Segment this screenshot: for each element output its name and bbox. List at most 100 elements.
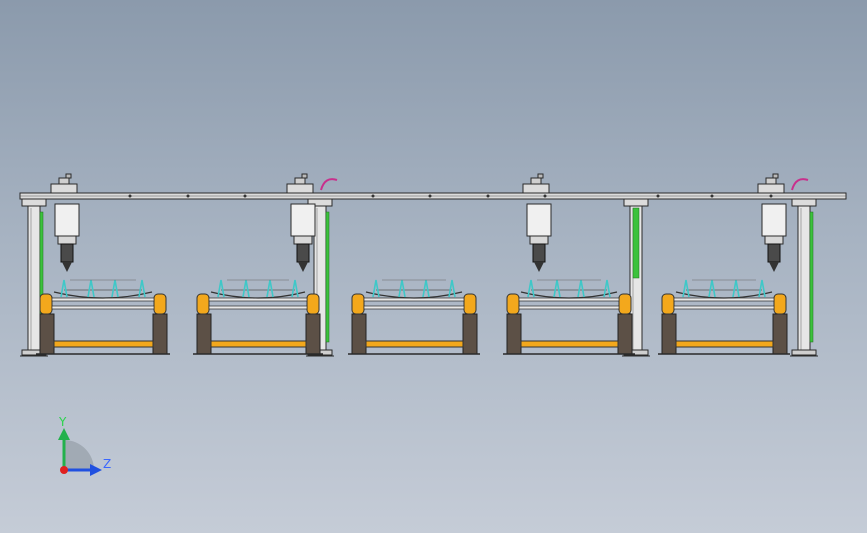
cyan-clamp bbox=[87, 279, 95, 298]
cyan-clamp bbox=[527, 279, 535, 298]
part-cradle bbox=[365, 291, 463, 299]
green-guide bbox=[325, 211, 330, 343]
tool-tip bbox=[298, 262, 308, 272]
brown-post bbox=[152, 313, 168, 355]
column-cap bbox=[21, 198, 47, 207]
cyan-clamp bbox=[217, 279, 225, 298]
brown-post bbox=[506, 313, 522, 355]
coordinate-triad: Y Z bbox=[58, 415, 111, 476]
beam-bolt bbox=[656, 194, 660, 198]
motor-cap bbox=[765, 177, 777, 185]
beam-bolt bbox=[486, 194, 490, 198]
part-cradle bbox=[520, 291, 618, 299]
cyan-clamp bbox=[448, 279, 456, 298]
fixture-bar bbox=[518, 305, 620, 310]
cyan-clamp bbox=[732, 279, 740, 298]
spindle-carriage bbox=[757, 173, 809, 272]
cyan-clamp bbox=[708, 279, 716, 298]
spindle-collar bbox=[293, 235, 313, 245]
orange-roller bbox=[661, 293, 675, 315]
spindle-carriage bbox=[522, 173, 552, 272]
z-axis-label: Z bbox=[103, 457, 111, 471]
orange-rail bbox=[210, 340, 307, 348]
cyan-clamp bbox=[111, 279, 119, 298]
orange-rail bbox=[53, 340, 154, 348]
column-cap bbox=[623, 198, 649, 207]
cyan-clamp bbox=[372, 279, 380, 298]
spindle-body bbox=[526, 203, 552, 237]
orange-roller bbox=[618, 293, 632, 315]
brown-post bbox=[462, 313, 478, 355]
triad-quadrant bbox=[64, 440, 94, 470]
orange-roller bbox=[306, 293, 320, 315]
cyan-clamp bbox=[553, 279, 561, 298]
carriage-block bbox=[286, 183, 314, 194]
beam-bolt bbox=[710, 194, 714, 198]
part-cradle bbox=[210, 291, 306, 299]
brown-post bbox=[351, 313, 367, 355]
tool-tip bbox=[769, 262, 779, 272]
brown-post bbox=[196, 313, 212, 355]
workstation bbox=[658, 279, 790, 355]
brown-post bbox=[661, 313, 677, 355]
workstation bbox=[503, 279, 635, 355]
cyan-clamp bbox=[398, 279, 406, 298]
spindle-collar bbox=[529, 235, 549, 245]
cyan-clamp bbox=[242, 279, 250, 298]
beam-bolt bbox=[428, 194, 432, 198]
orange-roller bbox=[773, 293, 787, 315]
beam-bolt bbox=[186, 194, 190, 198]
motor-knob bbox=[772, 173, 779, 179]
tool-tip bbox=[534, 262, 544, 272]
column bbox=[20, 198, 48, 357]
tool-head bbox=[532, 243, 546, 263]
orange-roller bbox=[351, 293, 365, 315]
y-axis-label: Y bbox=[58, 415, 67, 429]
beam-bolt bbox=[543, 194, 547, 198]
green-guide bbox=[809, 211, 814, 343]
green-guide bbox=[632, 207, 640, 279]
orange-rail bbox=[675, 340, 774, 348]
tool-head bbox=[60, 243, 74, 263]
column-shaft bbox=[797, 205, 811, 353]
part-cradle bbox=[53, 291, 153, 299]
beam-bolt bbox=[371, 194, 375, 198]
cyan-clamp bbox=[291, 279, 299, 298]
beam-bolts bbox=[128, 194, 773, 198]
spindle-body bbox=[290, 203, 316, 237]
carriage-block bbox=[757, 183, 785, 194]
tool-head bbox=[767, 243, 781, 263]
cyan-clamp bbox=[577, 279, 585, 298]
column bbox=[622, 198, 650, 357]
spindle-carriages bbox=[50, 173, 809, 272]
tool-tip bbox=[62, 262, 72, 272]
z-axis-arrow bbox=[90, 464, 102, 476]
motor-knob bbox=[537, 173, 544, 179]
orange-roller bbox=[506, 293, 520, 315]
orange-roller bbox=[196, 293, 210, 315]
hose bbox=[320, 178, 338, 191]
cyan-clamp bbox=[422, 279, 430, 298]
brown-post bbox=[617, 313, 633, 355]
cyan-clamp bbox=[60, 279, 68, 298]
cyan-clamp bbox=[138, 279, 146, 298]
orange-roller bbox=[463, 293, 477, 315]
column-base bbox=[791, 349, 817, 356]
orange-roller bbox=[153, 293, 167, 315]
column bbox=[790, 198, 818, 357]
part-cradle bbox=[675, 291, 773, 299]
support-columns bbox=[20, 198, 818, 357]
column-cap bbox=[791, 198, 817, 207]
cyan-clamp bbox=[758, 279, 766, 298]
carriage-block bbox=[522, 183, 550, 194]
gantry-beam bbox=[19, 192, 847, 200]
cyan-clamp bbox=[266, 279, 274, 298]
fixture-bar bbox=[208, 305, 308, 310]
spindle-carriage bbox=[50, 173, 80, 272]
cyan-clamp bbox=[603, 279, 611, 298]
brown-post bbox=[39, 313, 55, 355]
beam-bolt bbox=[769, 194, 773, 198]
motor-cap bbox=[294, 177, 306, 185]
fixture-bar bbox=[51, 305, 155, 310]
